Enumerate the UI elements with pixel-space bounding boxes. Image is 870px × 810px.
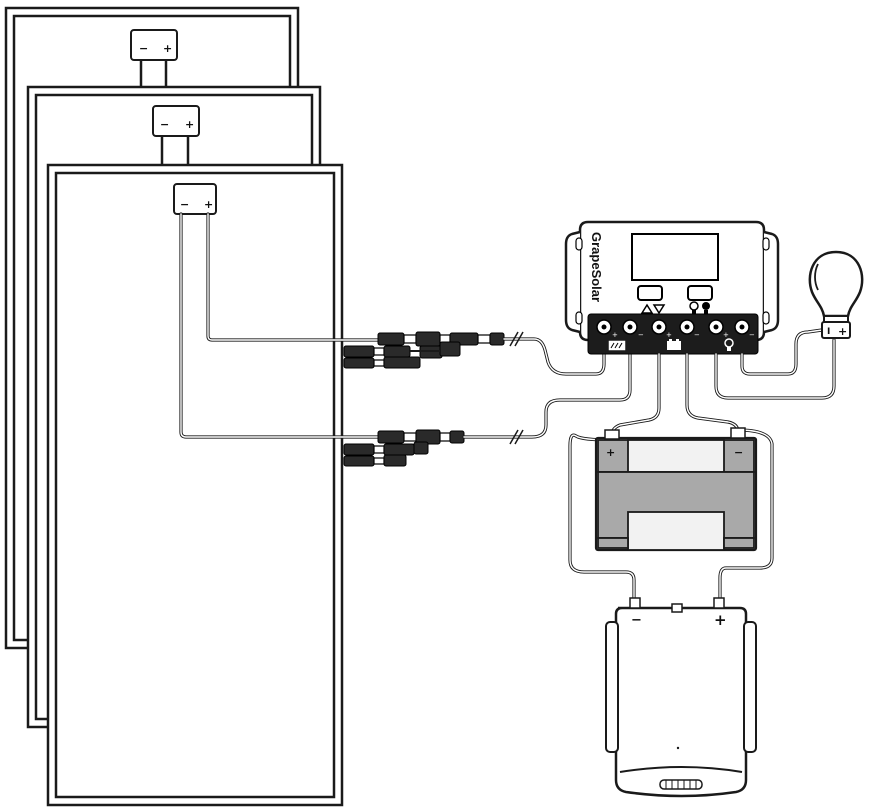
jbox-front-negative-label: − bbox=[180, 198, 189, 211]
controller-brand-label: GrapeSolar bbox=[589, 232, 604, 302]
terminal-sign-load-positive: + bbox=[723, 331, 729, 339]
terminal-sign-pv-positive: + bbox=[612, 331, 618, 339]
light-bulb-icon: I + bbox=[808, 250, 864, 339]
inverter-positive-cable bbox=[718, 428, 774, 600]
terminal-sign-batt-positive: + bbox=[666, 331, 672, 339]
junction-box-back: − + bbox=[130, 29, 178, 88]
svg-text:I: I bbox=[827, 327, 830, 337]
terminal-sign-load-negative: − bbox=[749, 331, 755, 339]
jbox-back-negative-label: − bbox=[139, 42, 148, 55]
mc4-connector-icon bbox=[343, 429, 465, 467]
battery-negative-cable bbox=[685, 352, 740, 434]
battery-section-icon bbox=[667, 341, 681, 350]
solar-panel-front bbox=[46, 163, 344, 807]
junction-box-front: − + bbox=[173, 183, 217, 215]
jbox-middle-positive-label: + bbox=[185, 118, 194, 131]
pv-negative-cable bbox=[462, 343, 632, 445]
terminal-sign-pv-negative: − bbox=[638, 331, 644, 339]
load-negative-cable bbox=[740, 328, 824, 376]
bulb-positive-label: + bbox=[838, 325, 847, 338]
battery-negative-label: − bbox=[734, 446, 743, 459]
charge-controller-icon: + − + − + − GrapeSolar bbox=[564, 220, 780, 355]
controller-terminals bbox=[596, 319, 750, 335]
mc4-connector-icon bbox=[343, 331, 505, 369]
battery-icon: + − bbox=[594, 427, 758, 552]
inverter-negative-cable bbox=[568, 433, 636, 600]
battery-positive-label: + bbox=[606, 446, 615, 459]
inverter-positive-label: + bbox=[714, 611, 727, 629]
jbox-back-positive-label: + bbox=[163, 42, 172, 55]
jbox-middle-negative-label: − bbox=[160, 118, 169, 131]
panel-negative-wire bbox=[179, 212, 382, 439]
terminal-sign-batt-negative: − bbox=[694, 331, 700, 339]
inverter-icon: − + bbox=[605, 597, 757, 798]
junction-box-middle: − + bbox=[152, 105, 200, 166]
inverter-negative-label: − bbox=[631, 613, 642, 628]
pv-positive-cable bbox=[502, 331, 606, 376]
panel-positive-wire bbox=[206, 212, 382, 342]
battery-positive-cable bbox=[610, 352, 661, 437]
jbox-front-positive-label: + bbox=[204, 198, 213, 211]
load-positive-cable bbox=[714, 338, 836, 400]
